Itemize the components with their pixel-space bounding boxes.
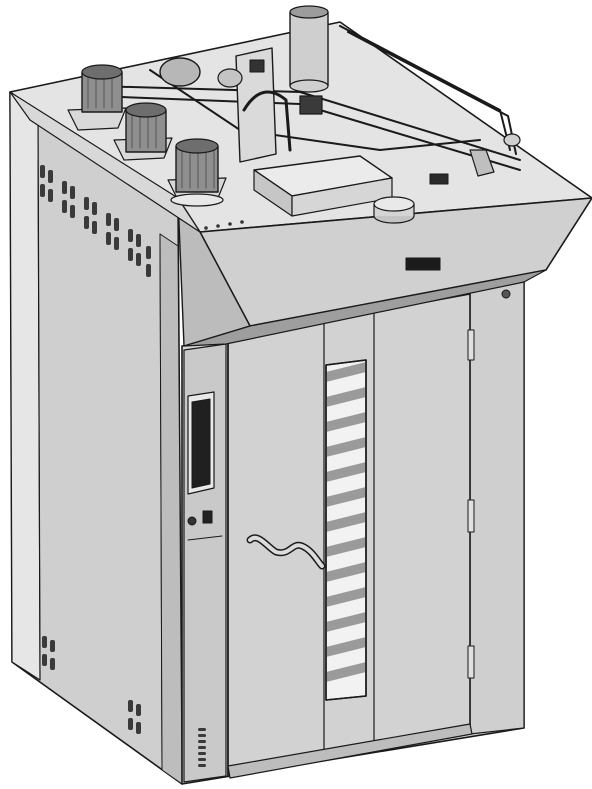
hinge-middle-icon	[467, 499, 475, 533]
column-vent-slots	[198, 728, 206, 767]
pump-motor-2-icon	[113, 102, 173, 161]
vent-slots-lower	[42, 636, 141, 734]
terminal-box-icon	[429, 173, 449, 185]
power-knob-icon	[187, 516, 197, 526]
round-vent-cap-icon	[373, 196, 415, 224]
vent-slots-upper	[40, 165, 151, 277]
control-panel	[187, 391, 223, 541]
oven-door	[227, 289, 511, 779]
top-machinery	[67, 5, 521, 224]
belt-motor-icon	[159, 57, 521, 147]
latch-knob-icon	[501, 289, 511, 299]
control-switch-icon	[202, 510, 213, 524]
pump-motor-1-icon	[67, 64, 127, 131]
hinge-bottom-icon	[467, 645, 475, 679]
nameplate-icon	[405, 257, 441, 271]
oven-window	[325, 359, 367, 701]
hinge-top-icon	[467, 329, 475, 361]
pump-motor-3-icon	[167, 138, 227, 207]
fan-bracket-icon	[235, 47, 292, 163]
chimney-pipe-icon	[289, 5, 329, 93]
junction-box-icon	[253, 155, 393, 217]
